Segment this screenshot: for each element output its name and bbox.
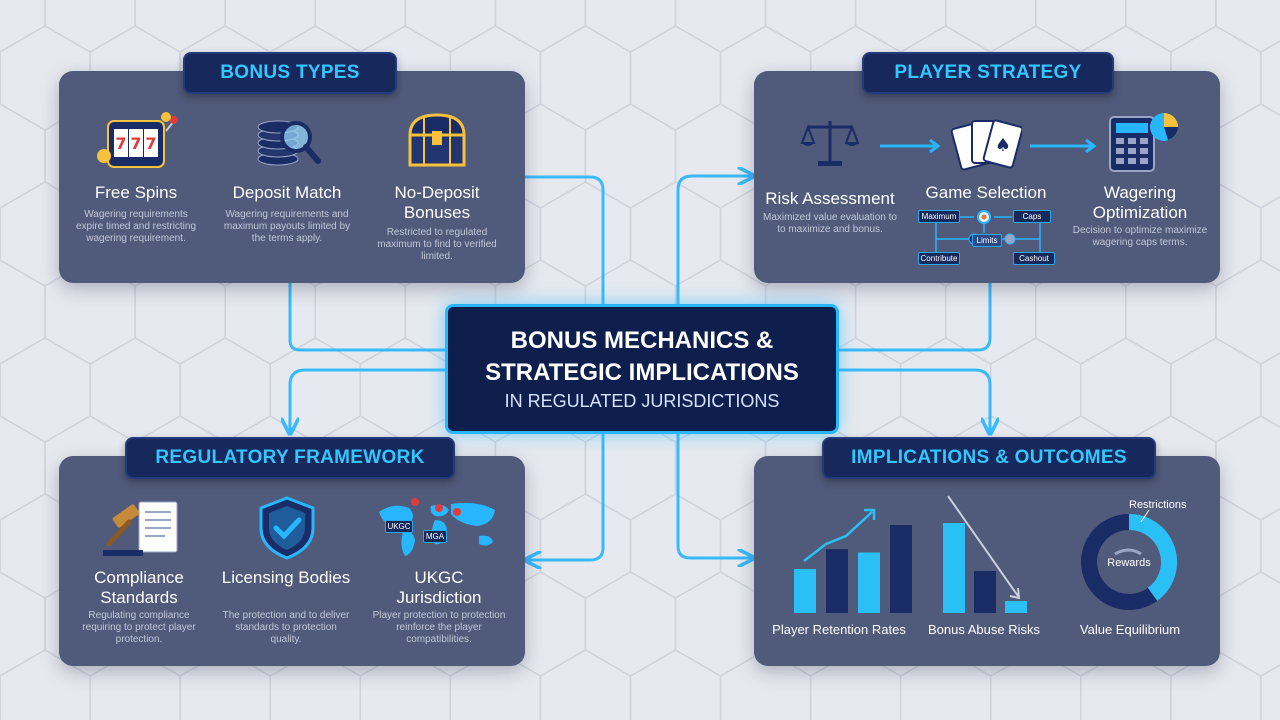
game-selection-title: Game Selection <box>925 183 1047 202</box>
bonus-types-panel: 7 7 7 Free Spins Wagering requirements e… <box>59 71 525 283</box>
retention-caption: Player Retention Rates <box>772 622 906 637</box>
gauge-needle-icon <box>1114 548 1142 556</box>
implications-heading: IMPLICATIONS & OUTCOMES <box>822 437 1156 479</box>
title-line-2: STRATEGIC IMPLICATIONS <box>485 359 799 386</box>
ukgc-jurisdiction-title: UKGC Jurisdiction <box>396 568 482 607</box>
compliance-standards-desc: Regulating compliance requiring to prote… <box>82 610 196 645</box>
free-spins-title: Free Spins <box>94 183 178 202</box>
ukgc-jurisdiction-item: UKGC MGA UKGC Jurisdiction Player protec… <box>365 496 513 656</box>
regulatory-framework-heading: REGULATORY FRAMEWORK <box>125 437 455 479</box>
chips-magnifier-icon <box>257 120 321 166</box>
retention-bar <box>794 569 816 613</box>
free-spins-desc: Wagering requirements expire timed and r… <box>75 209 197 244</box>
donut-slice <box>1128 514 1177 601</box>
no-deposit-desc: Restricted to regulated maximum to find … <box>377 227 497 262</box>
wagering-optimization-desc: Decision to optimize maximize wagering c… <box>1072 225 1208 248</box>
scales-icon <box>800 121 860 166</box>
title-line-3: IN REGULATED JURISDICTIONS <box>504 391 780 411</box>
free-spins-item: 7 7 7 Free Spins Wagering requirements e… <box>71 111 201 271</box>
title-line-1: BONUS MECHANICS & <box>510 327 774 354</box>
flow-chip-caps: Caps <box>1013 210 1051 223</box>
retention-trend-line <box>803 511 873 562</box>
deposit-match-desc: Wagering requirements and maximum payout… <box>223 209 351 244</box>
donut-slice <box>1081 514 1158 610</box>
shield-check-icon <box>259 496 315 560</box>
abuse-risk-bar <box>1005 601 1027 613</box>
game-selection-item: ♠ Game Selection <box>916 111 1056 271</box>
hexagon-tile <box>0 649 91 720</box>
flow-chip-limits: Limits <box>972 234 1002 247</box>
map-label-ukgc: UKGC <box>385 520 413 533</box>
restrictions-leader-line <box>1140 509 1150 523</box>
flow-chip-maximum: Maximum <box>918 210 960 223</box>
deposit-match-item: Deposit Match Wagering requirements and … <box>222 111 352 271</box>
licensing-bodies-item: Licensing Bodies The protection and to d… <box>221 496 351 656</box>
svg-text:♠: ♠ <box>995 135 1011 156</box>
risk-assessment-item: Risk Assessment Maximized value evaluati… <box>760 111 900 271</box>
equilibrium-caption: Value Equilibrium <box>1079 622 1181 637</box>
svg-text:7: 7 <box>130 134 141 153</box>
trend-up-arrow-icon <box>864 508 876 520</box>
deposit-match-title: Deposit Match <box>232 183 342 202</box>
donut-label-rewards: Rewards <box>1107 557 1151 569</box>
compliance-standards-title: Compliance Standards <box>94 568 184 607</box>
bonus-types-heading: BONUS TYPES <box>183 52 397 94</box>
no-deposit-title: No-Deposit Bonuses <box>394 183 480 222</box>
central-title-box: BONUS MECHANICS & STRATEGIC IMPLICATIONS… <box>445 304 839 434</box>
slot-machine-icon: 7 7 7 <box>97 112 178 168</box>
compliance-standards-item: Compliance Standards Regulating complian… <box>69 496 209 656</box>
retention-bar <box>890 525 912 613</box>
risk-assessment-title: Risk Assessment <box>765 189 895 208</box>
player-strategy-panel: Risk Assessment Maximized value evaluati… <box>754 71 1220 283</box>
wagering-optimization-title: Wagering Optimization <box>1092 183 1188 222</box>
trend-down-arrow-icon <box>1009 587 1021 600</box>
abuse-risk-bar <box>943 523 965 613</box>
wagering-optimization-item: Wagering Optimization Decision to optimi… <box>1070 111 1210 271</box>
map-label-mga: MGA <box>423 530 447 543</box>
hexagon-tile <box>629 649 722 720</box>
ukgc-jurisdiction-desc: Player protection to protection reinforc… <box>372 610 506 645</box>
risk-assessment-desc: Maximized value evaluation to to maximiz… <box>763 212 897 235</box>
abuse-caption: Bonus Abuse Risks <box>927 622 1040 637</box>
playing-cards-icon: ♠ <box>950 119 1022 171</box>
regulatory-framework-panel: Compliance Standards Regulating complian… <box>59 456 525 666</box>
arrow-right-icon <box>880 139 941 153</box>
arrow-right-icon <box>1030 139 1097 153</box>
abuse-trend-line <box>947 495 1019 597</box>
flow-chip-cashout: Cashout <box>1013 252 1055 265</box>
hexagon-tile <box>539 649 632 720</box>
svg-text:7: 7 <box>115 134 126 153</box>
player-strategy-heading: PLAYER STRATEGY <box>862 52 1114 94</box>
no-deposit-item: No-Deposit Bonuses Restricted to regulat… <box>372 111 502 271</box>
abuse-risk-bar <box>974 571 996 613</box>
retention-bar <box>826 549 848 613</box>
implications-charts <box>794 495 1177 613</box>
calculator-icon <box>1109 113 1178 172</box>
licensing-bodies-title: Licensing Bodies <box>221 568 351 587</box>
licensing-bodies-desc: The protection and to deliver standards … <box>222 610 350 645</box>
treasure-chest-icon <box>408 113 466 167</box>
svg-text:7: 7 <box>145 134 156 153</box>
flow-chip-contribute: Contribute <box>918 252 960 265</box>
retention-bar <box>858 552 880 613</box>
donut-label-restrictions: Restrictions <box>1129 499 1187 511</box>
gavel-document-icon <box>103 501 178 556</box>
